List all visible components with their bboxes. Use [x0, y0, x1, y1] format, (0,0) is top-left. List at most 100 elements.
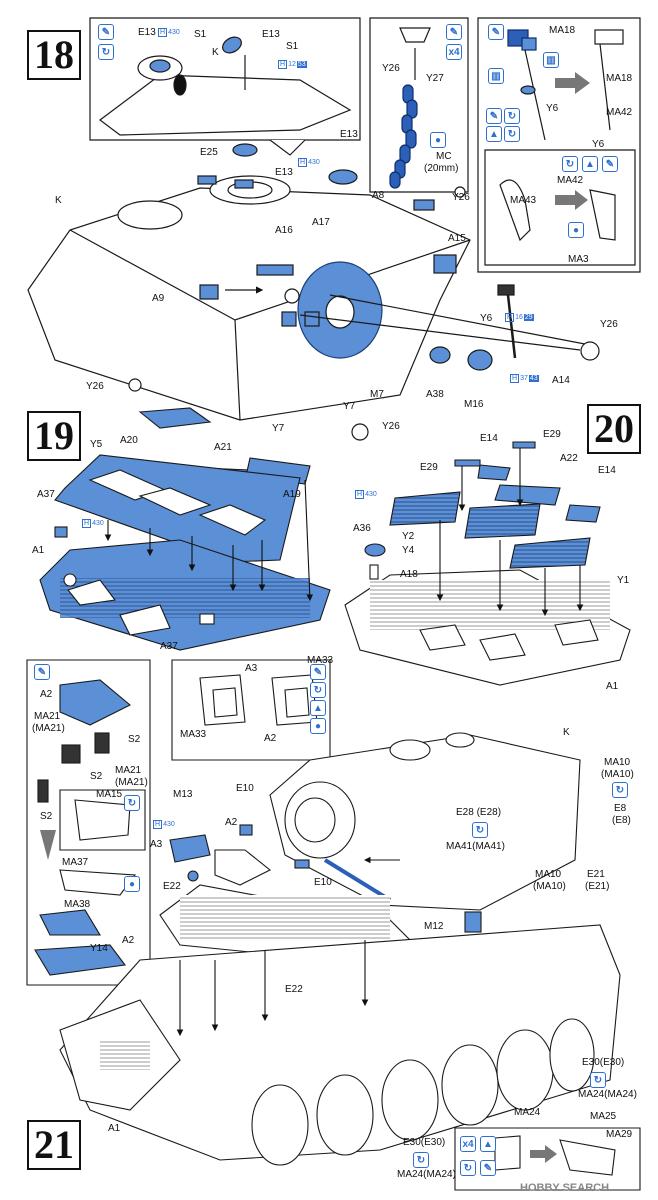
part-A22 — [494, 484, 561, 506]
label-E13: E13 — [340, 129, 358, 140]
label-E30: E30(E30) — [403, 1137, 446, 1148]
label-A2: A2 — [40, 689, 53, 700]
step-number-19: 19 — [27, 411, 81, 461]
sand-icon: ▥ — [488, 68, 504, 84]
part-A20 — [138, 407, 212, 429]
label-MA42: MA42 — [557, 175, 584, 186]
label-Y5: Y5 — [90, 439, 103, 450]
label-A9: A9 — [152, 293, 165, 304]
paint-icon: ● — [430, 132, 446, 148]
label-MA33: MA33 — [180, 729, 207, 740]
label-E25: E25 — [200, 147, 218, 158]
label-E22: E22 — [163, 881, 181, 892]
label-MA24: MA24(MA24) — [397, 1169, 456, 1180]
label-Y14: Y14 — [90, 943, 108, 954]
label-E13: E13 — [138, 27, 156, 38]
label-MA43: MA43 — [510, 195, 537, 206]
label-Y27: Y27 — [426, 73, 444, 84]
label-MA21-alt: (MA21) — [32, 723, 65, 734]
label-MA10: MA10 — [535, 869, 562, 880]
paint-icon: ● — [568, 222, 584, 238]
label-Y26: Y26 — [86, 381, 104, 392]
label-A8: A8 — [372, 190, 385, 201]
label-E14: E14 — [480, 433, 498, 444]
label-S1: S1 — [286, 41, 299, 52]
label-A17: A17 — [312, 217, 330, 228]
label-A37: A37 — [160, 641, 178, 652]
paint-icon: ● — [310, 718, 326, 734]
label-Y26: Y26 — [452, 192, 470, 203]
rotate-view-icon: ↻ — [98, 44, 114, 60]
label-MA42: MA42 — [606, 107, 633, 118]
part-Y14 — [39, 909, 101, 936]
label-A38: A38 — [426, 389, 444, 400]
label-M7: M7 — [370, 389, 384, 400]
watermark: HOBBY SEARCH — [520, 1182, 610, 1194]
label-Y7: Y7 — [343, 401, 356, 412]
label-MA18: MA18 — [606, 73, 633, 84]
count-icon: x4 — [446, 44, 462, 60]
step19-group — [39, 407, 331, 651]
rotate-view-icon: ↻ — [562, 156, 578, 172]
glue-icon: ✎ — [34, 664, 50, 680]
label-A22: A22 — [560, 453, 578, 464]
label-MA38: MA38 — [64, 899, 91, 910]
label-A14: A14 — [552, 375, 570, 386]
glue-icon: ✎ — [602, 156, 618, 172]
top-view-icon: ▲ — [486, 126, 502, 142]
glue-icon: ✎ — [98, 24, 114, 40]
label-A3: A3 — [150, 839, 163, 850]
step21-group — [26, 659, 641, 1191]
rotate-view-icon: ↻ — [590, 1072, 606, 1088]
label-MA25: MA25 — [590, 1111, 617, 1122]
part-Y1 — [509, 537, 591, 569]
part-E14a — [477, 464, 511, 481]
label-MA37: MA37 — [62, 857, 89, 868]
label-A21: A21 — [214, 442, 232, 453]
part-Y4 — [464, 503, 541, 539]
glue-icon: ✎ — [446, 24, 462, 40]
rotate-view-icon: ↻ — [504, 108, 520, 124]
label-E29: E29 — [420, 462, 438, 473]
label-Y26: Y26 — [600, 319, 618, 330]
label-E10: E10 — [314, 877, 332, 888]
label-Y4: Y4 — [402, 545, 415, 556]
label-MA41: MA41(MA41) — [446, 841, 505, 852]
step18-group — [27, 17, 641, 441]
label-A1: A1 — [32, 545, 45, 556]
label-20mm: (20mm) — [424, 163, 459, 174]
top-view-icon: ▲ — [310, 700, 326, 716]
step-number-21: 21 — [27, 1120, 81, 1170]
rotate-view-icon: ↻ — [413, 1152, 429, 1168]
step18-inset-frame — [89, 17, 361, 141]
label-S2: S2 — [90, 771, 103, 782]
count-icon: x4 — [460, 1136, 476, 1152]
part-E29b — [454, 459, 481, 467]
rotate-view-icon: ↻ — [310, 682, 326, 698]
top-view-icon: ▲ — [582, 156, 598, 172]
chain-inset-frame — [369, 17, 469, 193]
step-number-18: 18 — [27, 30, 81, 80]
label-S1: S1 — [194, 29, 207, 40]
label-K: K — [55, 195, 62, 206]
rotate-view-icon: ↻ — [124, 795, 140, 811]
label-A2: A2 — [264, 733, 277, 744]
part-E29a — [512, 441, 536, 449]
label-E29: E29 — [543, 429, 561, 440]
step-number-20: 20 — [587, 404, 641, 454]
label-E21: E21 — [587, 869, 605, 880]
label-MA10: MA10 — [604, 757, 631, 768]
step21-superstructure — [269, 734, 581, 911]
label-A37: A37 — [37, 489, 55, 500]
label-K: K — [212, 47, 219, 58]
step20-group — [344, 441, 631, 686]
label-MA18: MA18 — [549, 25, 576, 36]
label-MA21: MA21 — [115, 765, 142, 776]
part-E14b — [565, 504, 601, 523]
rotate-view-icon: ↻ — [460, 1160, 476, 1176]
glue-icon: ✎ — [310, 664, 326, 680]
